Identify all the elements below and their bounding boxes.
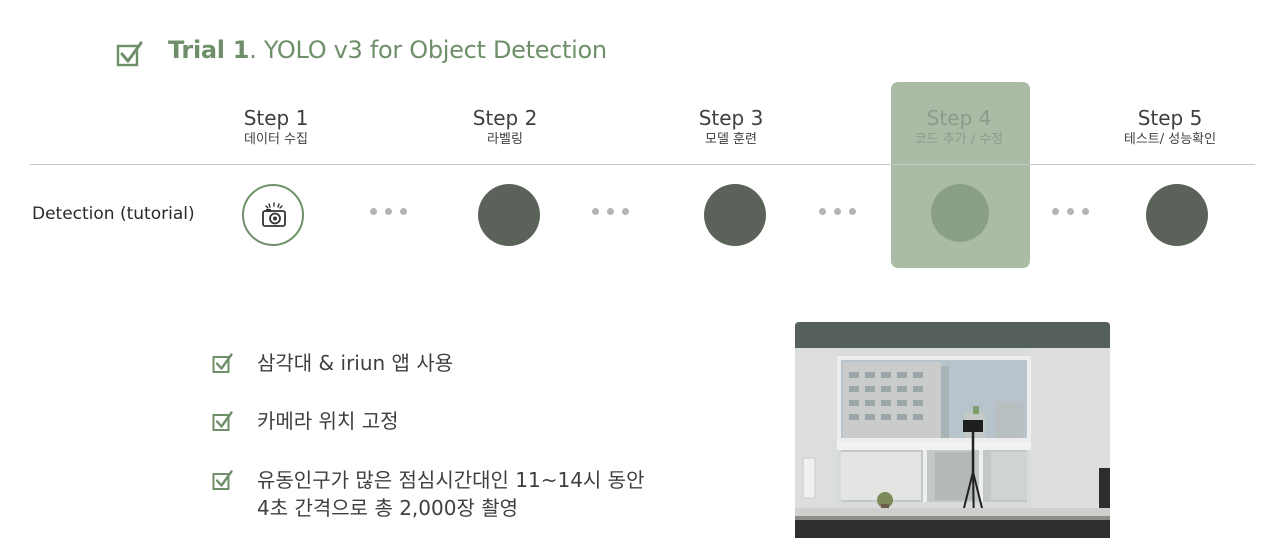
bullet-2-text: 카메라 위치 고정: [257, 409, 399, 433]
connector-dot: [1082, 208, 1089, 215]
connector-dots-2: [592, 208, 629, 215]
camera-icon: [262, 202, 286, 227]
step-3-header: Step 3 모델 훈련: [651, 105, 811, 149]
step-2-header: Step 2 라벨링: [425, 105, 585, 149]
step-5-title: Step 5: [1137, 106, 1203, 130]
step-3-node: [704, 184, 766, 246]
step-1-header: Step 1 데이터 수집: [196, 105, 356, 149]
bullet-3-text: 유동인구가 많은 점심시간대인 11~14시 동안 4초 간격으로 총 2,00…: [257, 466, 645, 522]
connector-dot: [834, 208, 841, 215]
camera-setup-photo: [795, 322, 1110, 538]
bullet-1-text: 삼각대 & iriun 앱 사용: [257, 351, 454, 375]
steps-divider: [30, 164, 1255, 165]
step-1-node: [242, 184, 304, 246]
connector-dot: [400, 208, 407, 215]
connector-dots-1: [370, 208, 407, 215]
step-1-subtitle: 데이터 수집: [244, 132, 308, 147]
step-3-subtitle: 모델 훈련: [705, 132, 757, 147]
row-label: Detection (tutorial): [32, 204, 195, 224]
title-trial-label: Trial 1: [168, 36, 250, 64]
connector-dot: [1067, 208, 1074, 215]
connector-dot: [1052, 208, 1059, 215]
step-2-subtitle: 라벨링: [487, 132, 523, 147]
step-4-title: Step 4: [926, 106, 992, 130]
bullet-3-line-1: 유동인구가 많은 점심시간대인 11~14시 동안: [257, 468, 645, 492]
step-4-subtitle: 코드 추가 / 수정: [914, 132, 1004, 147]
title-rest: . YOLO v3 for Object Detection: [249, 36, 607, 64]
step-3-title: Step 3: [698, 106, 764, 130]
step-4-header: Step 4 코드 추가 / 수정: [879, 105, 1039, 149]
connector-dot: [819, 208, 826, 215]
bullet-2-check-icon: [212, 411, 233, 431]
bullet-1-check-icon: [212, 353, 233, 373]
connector-dot: [849, 208, 856, 215]
connector-dots-3: [819, 208, 856, 215]
step-5-node: [1146, 184, 1208, 246]
page-title: Trial 1. YOLO v3 for Object Detection: [168, 36, 607, 64]
bullet-3-line-2: 4초 간격으로 총 2,000장 촬영: [257, 496, 519, 520]
connector-dots-4: [1052, 208, 1089, 215]
step-1-title: Step 1: [243, 106, 309, 130]
connector-dot: [370, 208, 377, 215]
connector-dot: [607, 208, 614, 215]
connector-dot: [622, 208, 629, 215]
bullet-3-check-icon: [212, 470, 233, 490]
connector-dot: [385, 208, 392, 215]
step-5-subtitle: 테스트/ 성능확인: [1123, 132, 1217, 147]
title-checkbox-icon: [116, 41, 143, 67]
step-5-header: Step 5 테스트/ 성능확인: [1090, 105, 1250, 149]
step-2-title: Step 2: [472, 106, 538, 130]
step-2-node: [478, 184, 540, 246]
step-4-node: [931, 184, 989, 242]
connector-dot: [592, 208, 599, 215]
